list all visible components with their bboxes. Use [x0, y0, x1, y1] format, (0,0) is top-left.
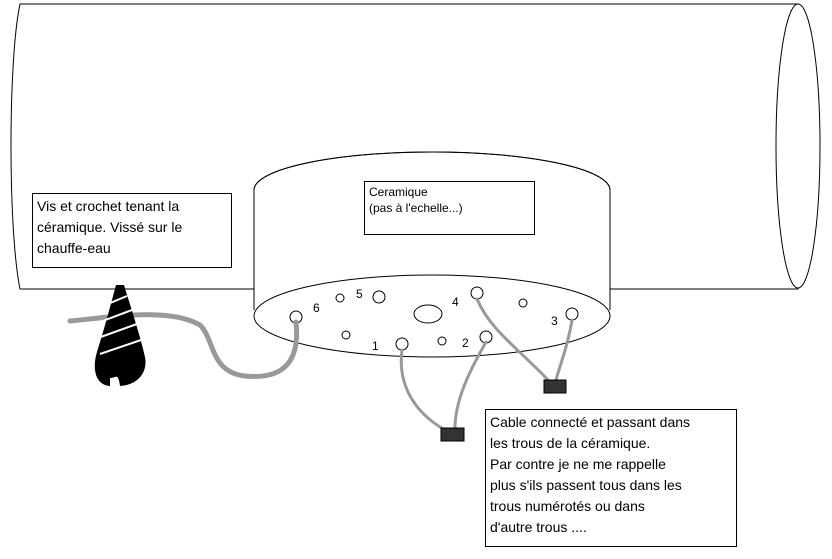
ceramic-note-line: (pas à l'echelle...) — [369, 201, 463, 215]
hole-small — [437, 336, 447, 346]
connector-block — [440, 427, 465, 442]
cable-hole-2 — [453, 340, 488, 430]
connector-block — [543, 379, 567, 394]
hole-5 — [372, 290, 386, 304]
hole-3 — [565, 307, 579, 321]
screw-note-line: chauffe-eau — [37, 240, 111, 256]
cable-to-screw — [67, 312, 300, 379]
ceramic-note: Ceramique (pas à l'echelle...) — [364, 181, 535, 235]
hole-4 — [470, 286, 484, 300]
cable-note-line: trous numérotés ou dans — [490, 498, 645, 514]
hole-number-4: 4 — [452, 295, 459, 309]
cable-hole-1 — [399, 348, 447, 432]
cable-hole-3 — [554, 318, 574, 382]
cable-note-line: d'autre trous .... — [490, 519, 587, 535]
screw-note-line: céramique. Vissé sur le — [37, 219, 183, 235]
hole-number-1: 1 — [372, 339, 379, 353]
center-hole — [413, 304, 443, 324]
ceramic-note-line: Ceramique — [369, 185, 428, 199]
screw-note: Vis et crochet tenant la céramique. Viss… — [32, 193, 232, 268]
hole-number-2: 2 — [462, 336, 469, 350]
hole-small — [341, 330, 351, 340]
screw-hook-icon — [94, 285, 146, 386]
cables — [67, 297, 574, 432]
hole-small — [518, 298, 528, 308]
hole-number-6: 6 — [313, 301, 320, 315]
hole-number-5: 5 — [356, 287, 363, 301]
screw-note-line: Vis et crochet tenant la — [37, 198, 180, 214]
cable-hole-4 — [475, 297, 550, 382]
hole-1 — [395, 337, 409, 351]
cable-note-line: Par contre je ne me rappelle — [490, 456, 666, 472]
ceramic-holes — [289, 286, 579, 351]
hole-number-3: 3 — [551, 314, 558, 328]
cable-note-line: les trous de la céramique. — [490, 435, 651, 451]
cable-note: Cable connecté et passant dans les trous… — [485, 409, 737, 547]
hole-number-labels: 6 5 4 3 1 2 — [313, 287, 558, 353]
cable-note-line: plus s'ils passent tous dans les — [490, 477, 682, 493]
cable-note-line: Cable connecté et passant dans — [490, 414, 691, 430]
hole-small — [335, 293, 345, 303]
